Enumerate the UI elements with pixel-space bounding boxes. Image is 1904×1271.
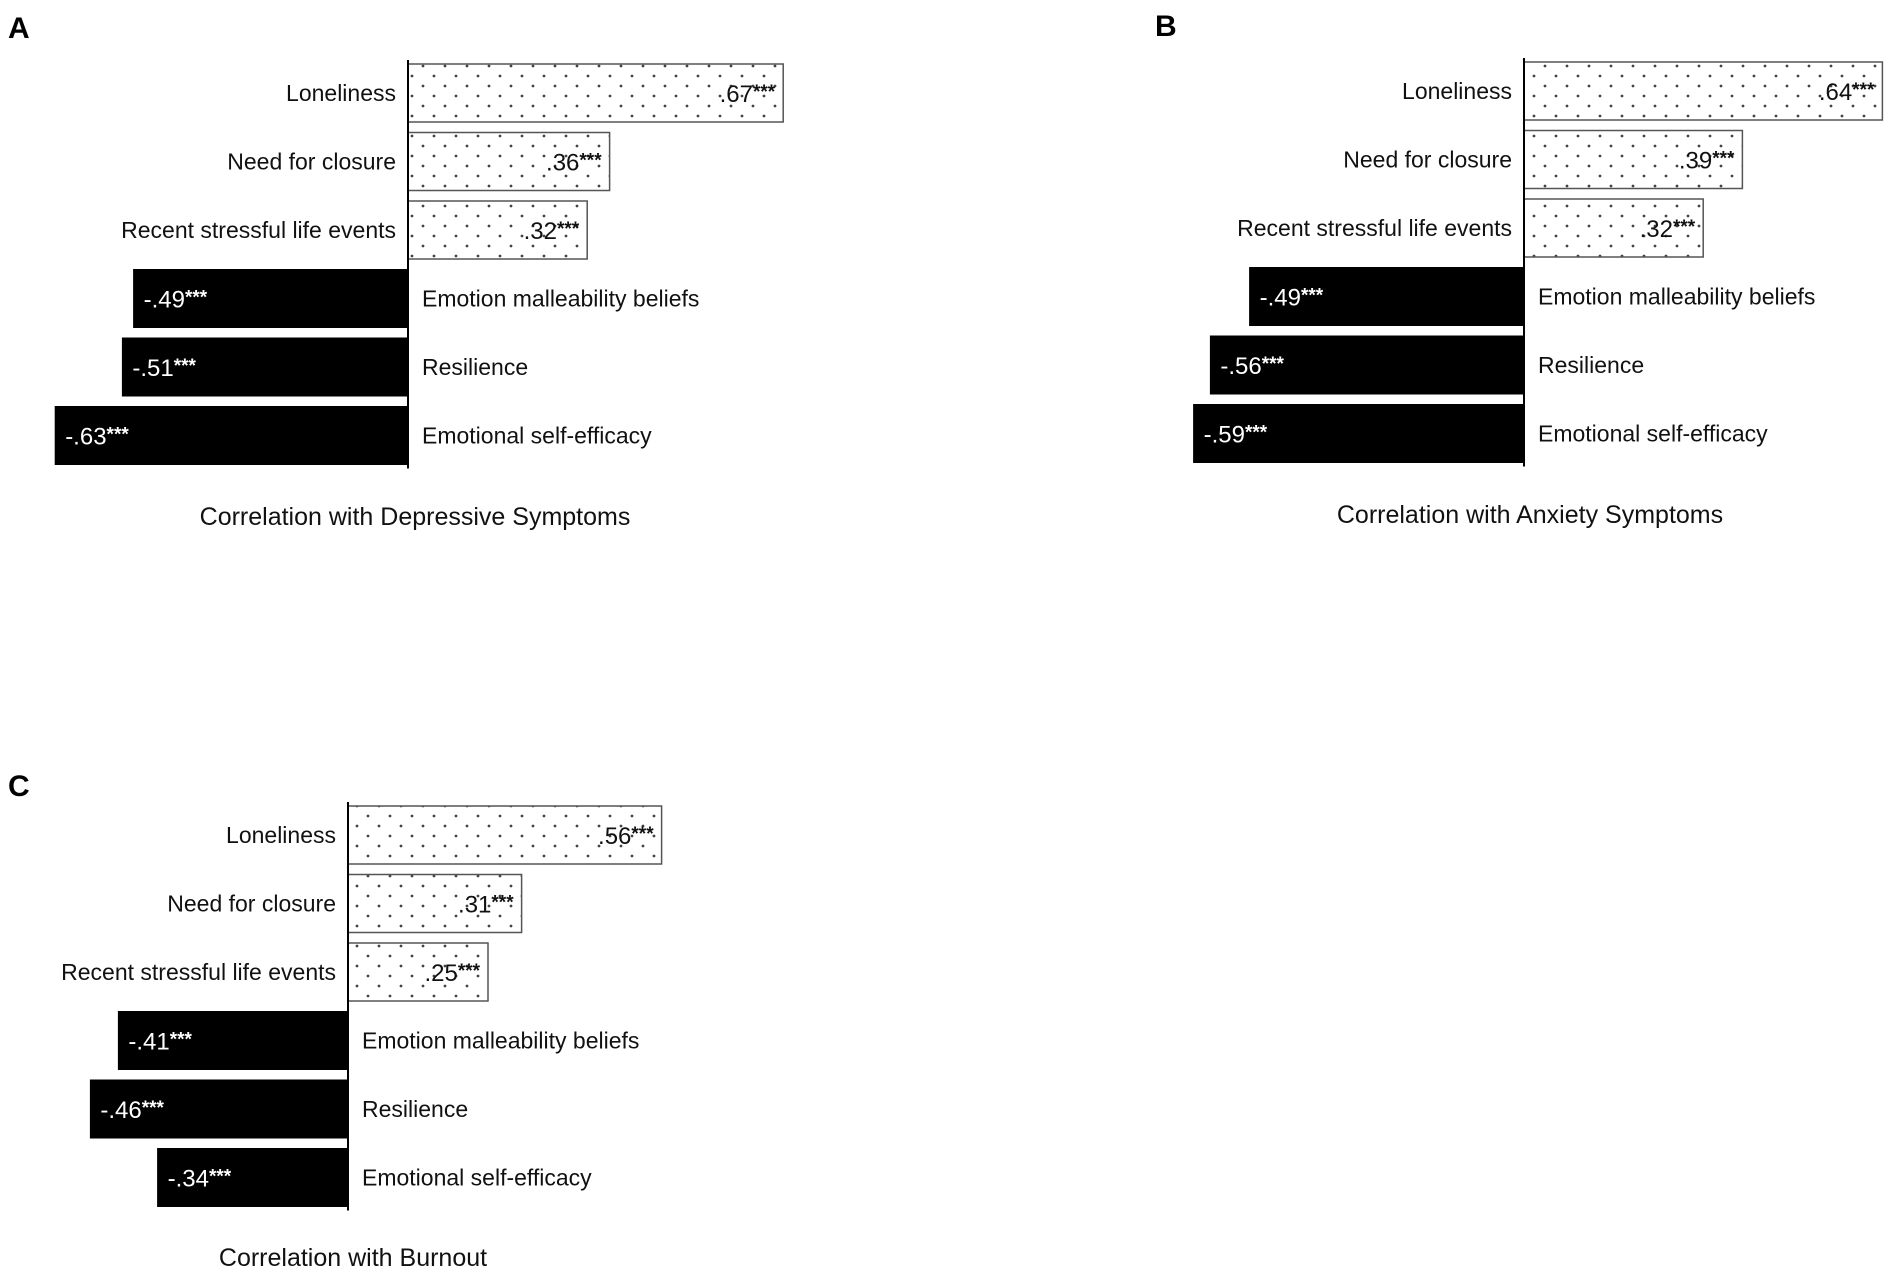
- category-label-5: Resilience: [422, 354, 528, 380]
- category-label-5: Resilience: [362, 1096, 468, 1122]
- panel-letter: A: [8, 12, 30, 45]
- bar-5: [1209, 335, 1525, 395]
- category-label-1: Loneliness: [286, 80, 396, 106]
- panel-b: B .64*** Loneliness .39*** Need for closure.…: [1155, 10, 1884, 529]
- value-label-3: .32***: [524, 218, 580, 245]
- chart-title: Correlation with Depressive Symptoms: [200, 503, 631, 531]
- category-label-3: Recent stressful life events: [61, 959, 336, 985]
- bar-5: [121, 337, 409, 397]
- bar-4: [1249, 267, 1525, 326]
- bar-5: [89, 1079, 349, 1139]
- panel-letter: C: [8, 770, 30, 803]
- category-label-4: Emotion malleability beliefs: [1538, 284, 1815, 310]
- chart-title: Correlation with Burnout: [219, 1244, 487, 1271]
- category-label-2: Need for closure: [167, 891, 336, 917]
- value-label-5: -.51***: [132, 355, 196, 382]
- bar-2: [407, 131, 611, 192]
- bar-2: [347, 873, 523, 934]
- value-label-6: -.59***: [1204, 422, 1268, 449]
- panel-letter: B: [1155, 10, 1177, 43]
- bar-3: [1523, 198, 1704, 258]
- category-label-3: Recent stressful life events: [121, 217, 396, 243]
- bar-6: [1193, 404, 1525, 463]
- value-label-4: -.49***: [144, 287, 208, 314]
- chart-title: Correlation with Anxiety Symptoms: [1337, 501, 1723, 529]
- category-label-2: Need for closure: [227, 149, 396, 175]
- value-label-1: .56***: [598, 823, 654, 850]
- category-label-1: Loneliness: [226, 822, 336, 848]
- category-label-5: Resilience: [1538, 352, 1644, 378]
- category-label-4: Emotion malleability beliefs: [422, 286, 699, 312]
- category-label-4: Emotion malleability beliefs: [362, 1028, 639, 1054]
- value-label-4: -.49***: [1260, 285, 1324, 312]
- panel-a: A .67*** Loneliness .36*** Need for closure.…: [8, 12, 784, 531]
- bar-1: [1523, 61, 1884, 121]
- category-label-3: Recent stressful life events: [1237, 215, 1512, 241]
- bar-1: [347, 805, 663, 865]
- category-label-1: Loneliness: [1402, 78, 1512, 104]
- bar-6: [54, 406, 409, 465]
- panel-c: C .56*** Loneliness .31*** Need for closure.…: [8, 770, 663, 1271]
- value-label-3: .32***: [1640, 216, 1696, 243]
- bar-3: [407, 200, 588, 260]
- value-label-2: .39***: [1679, 148, 1735, 175]
- bar-4: [117, 1011, 349, 1070]
- category-label-6: Emotional self-efficacy: [422, 423, 652, 449]
- category-label-6: Emotional self-efficacy: [362, 1165, 592, 1191]
- value-label-6: -.34***: [168, 1166, 232, 1193]
- value-label-5: -.56***: [1220, 353, 1284, 380]
- category-label-6: Emotional self-efficacy: [1538, 421, 1768, 447]
- value-label-1: .64***: [1819, 79, 1875, 106]
- value-label-2: .31***: [458, 892, 514, 919]
- bar-1: [407, 63, 784, 123]
- bar-3: [347, 942, 489, 1002]
- value-label-6: -.63***: [65, 424, 129, 451]
- value-label-4: -.41***: [128, 1029, 192, 1056]
- value-label-3: .25***: [424, 960, 480, 987]
- bar-2: [1523, 129, 1744, 190]
- value-label-2: .36***: [546, 150, 602, 177]
- category-label-2: Need for closure: [1343, 147, 1512, 173]
- value-label-5: -.46***: [100, 1097, 164, 1124]
- value-label-1: .67***: [720, 81, 776, 108]
